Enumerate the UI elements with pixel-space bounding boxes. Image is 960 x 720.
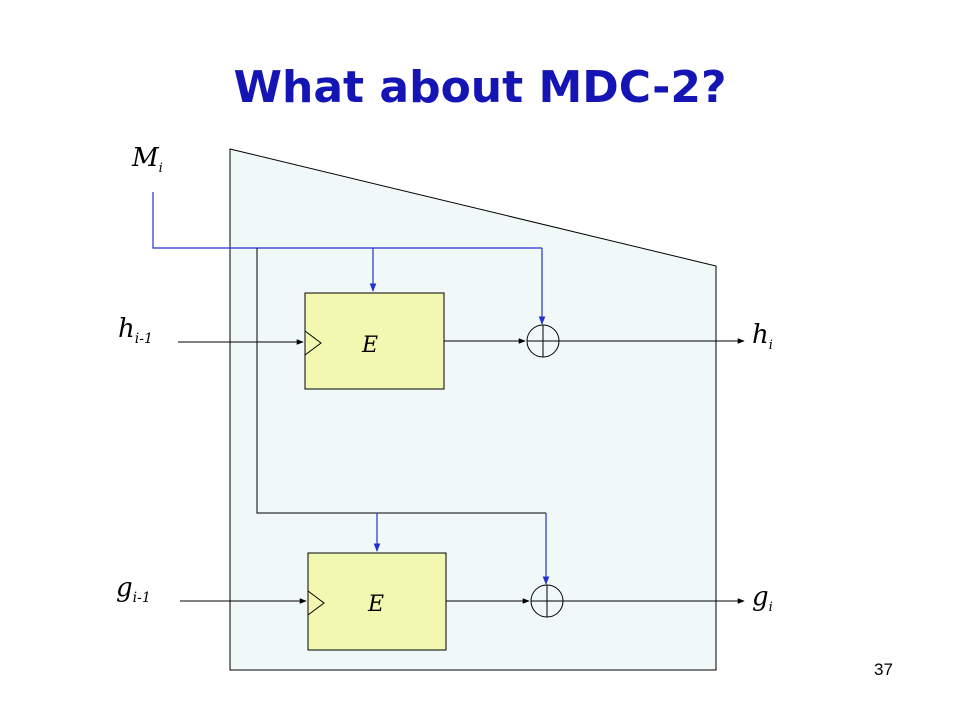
label-g-output: gi [752,582,773,615]
compression-function-panel [229,148,717,671]
xor-bottom [530,584,564,618]
message-wires [152,192,546,325]
clock-triangle-bottom [307,590,325,616]
label-message-input: Mi [131,143,163,176]
cipher-block-bottom [307,552,447,651]
page-number: 37 [874,660,893,679]
slide-title: What about MDC-2? [233,62,727,113]
label-g-input: gi-1 [116,573,151,606]
cipher-top-label: E [361,333,378,358]
data-wires [178,338,745,604]
xor-top [526,324,560,358]
label-h-output: hi [752,320,773,353]
message-wires-lower [256,248,550,585]
cipher-bottom-label: E [367,592,384,617]
clock-triangle-top [304,330,322,356]
label-h-input: hi-1 [118,314,153,347]
cipher-block-top [304,292,445,390]
